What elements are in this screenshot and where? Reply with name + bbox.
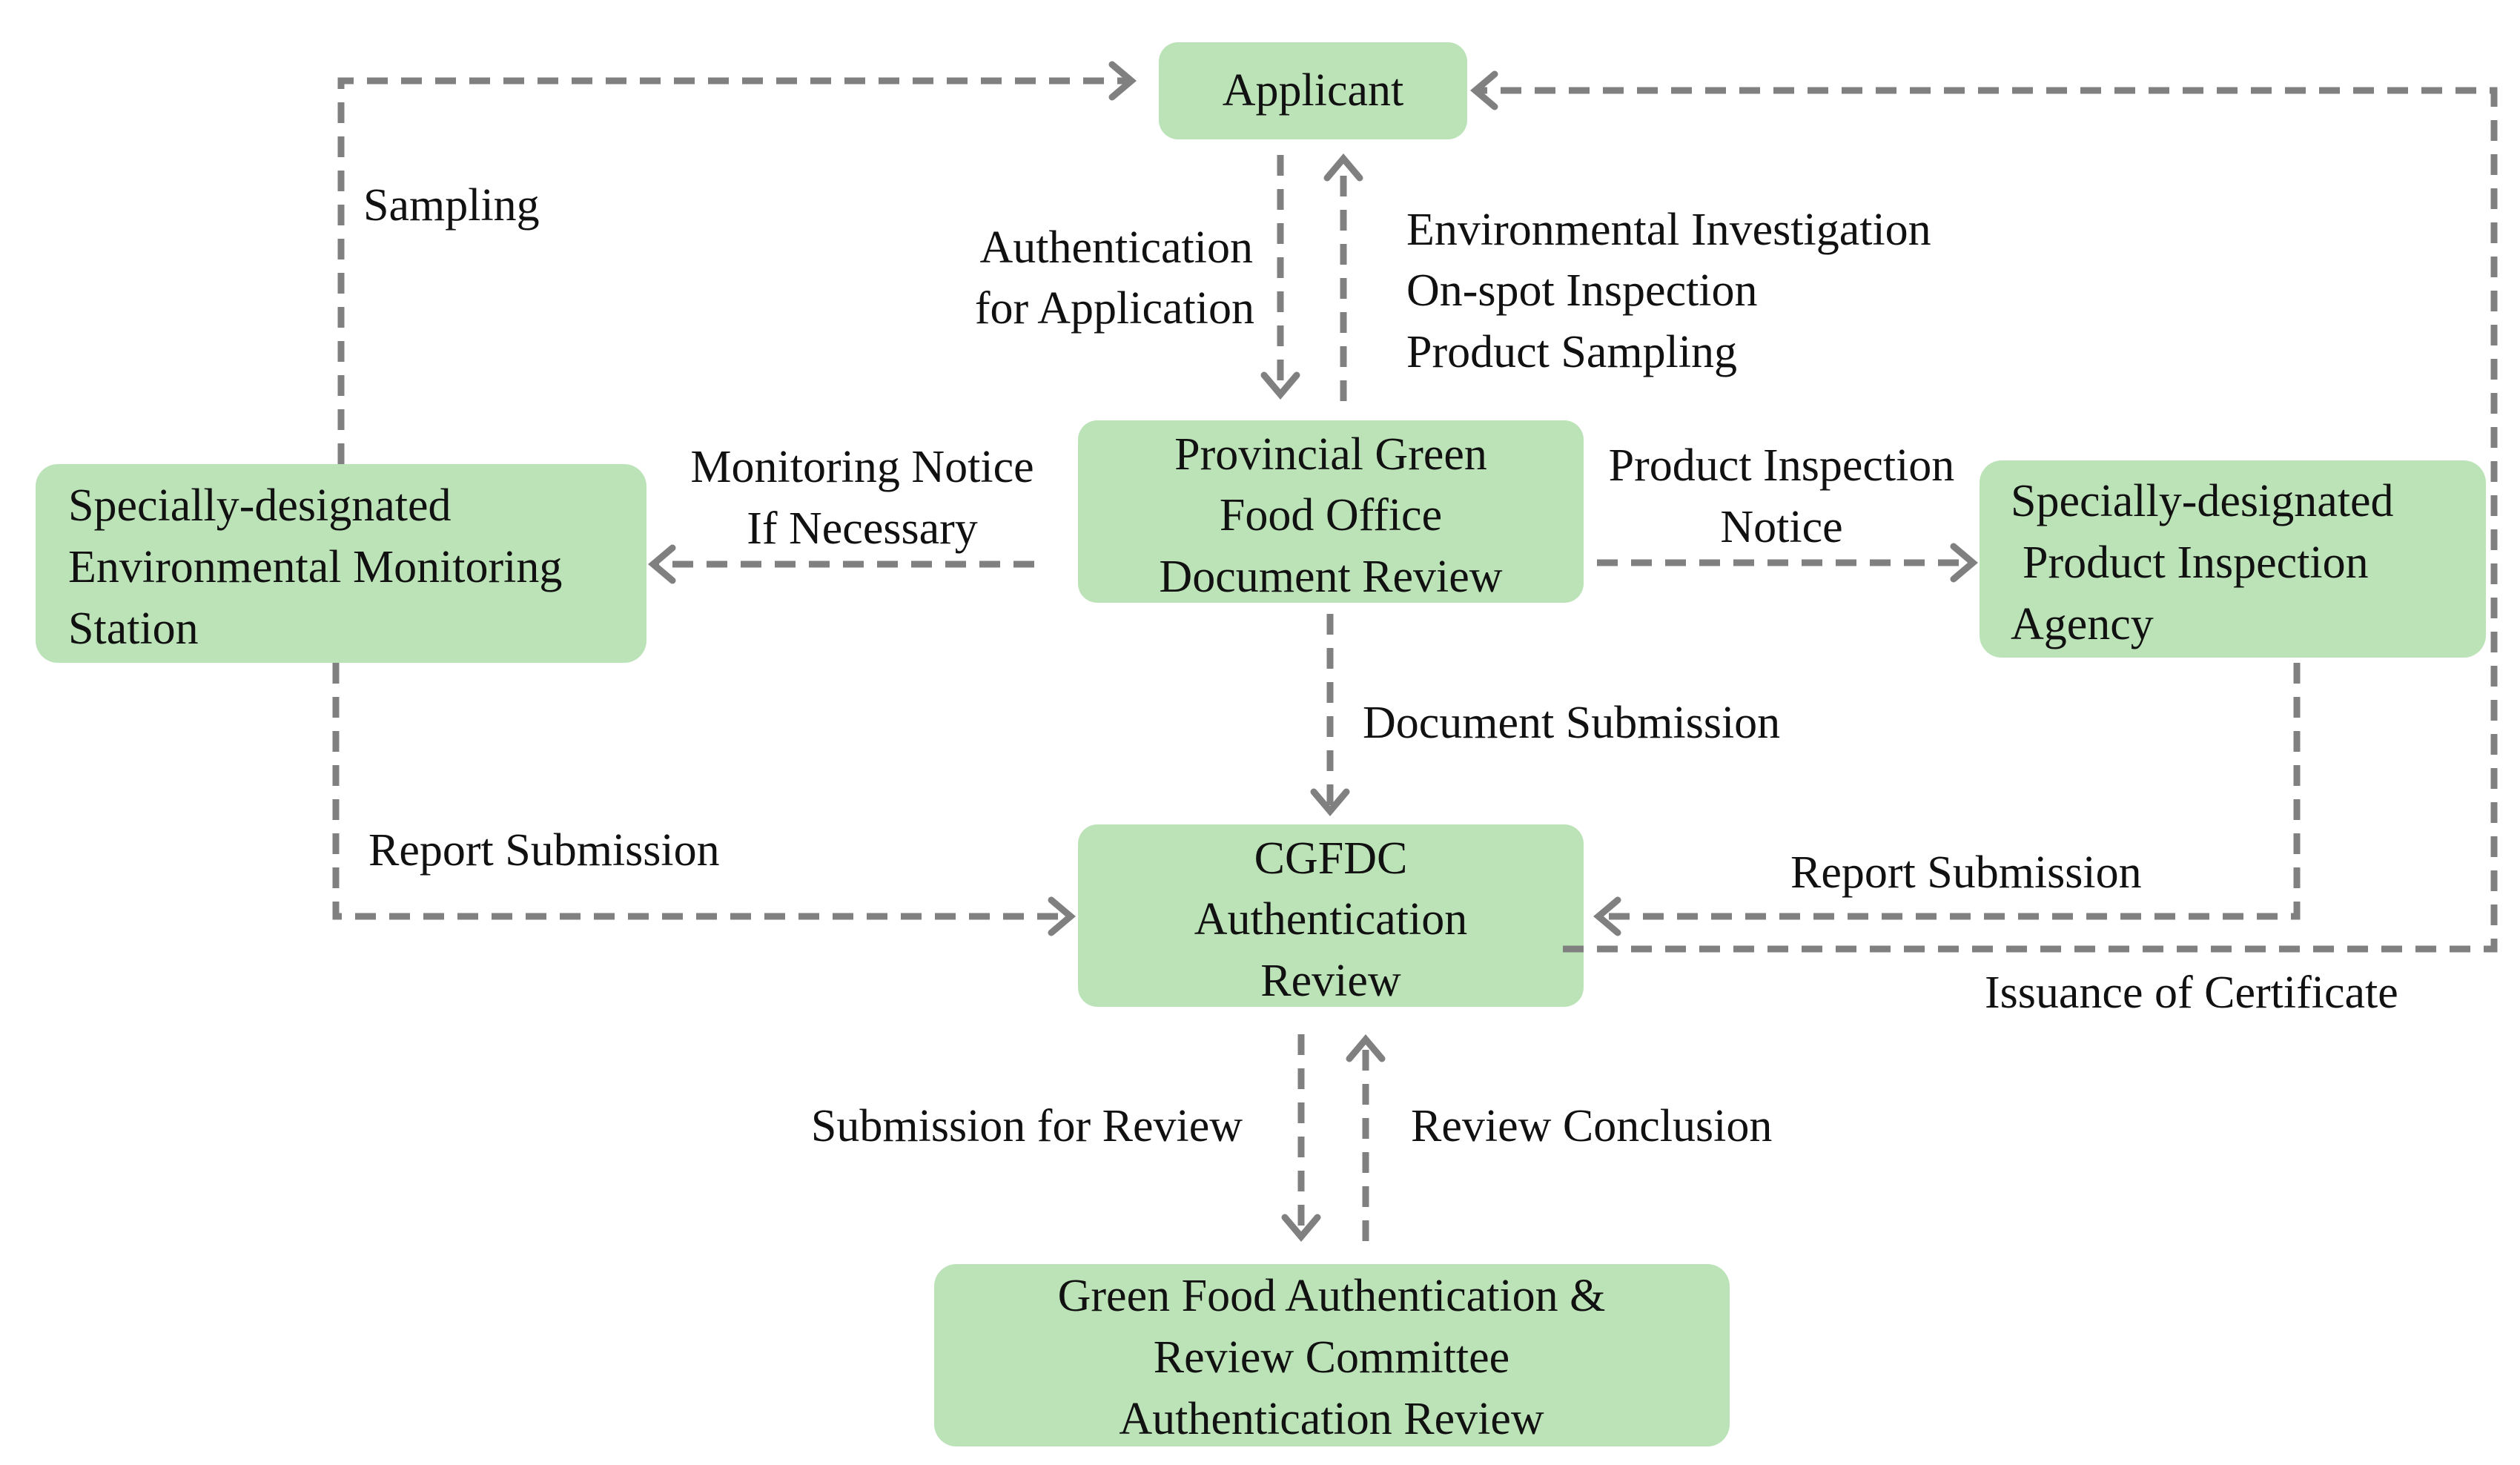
edge-env-report-submission: Report Submission (332, 663, 1076, 936)
arrowhead-up-icon (1323, 153, 1363, 182)
node-label: Green Food Authentication & (1058, 1271, 1606, 1321)
node-label: Document Review (1159, 552, 1502, 602)
node-box (36, 464, 646, 663)
edge-label: Monitoring Notice (690, 442, 1034, 492)
edge-label: Report Submission (368, 825, 720, 876)
node-env-monitoring-station: Specially-designated Environmental Monit… (36, 464, 646, 663)
edge-monitoring-notice: Monitoring Notice If Necessary (648, 442, 1034, 584)
node-label: Station (68, 603, 199, 654)
node-label: CGFDC (1254, 833, 1408, 884)
edge-sampling: Sampling (337, 61, 1137, 464)
edge-label: Report Submission (1790, 847, 2142, 898)
edge-issuance-of-certificate: Issuance of Certificate (1470, 70, 2498, 1018)
arrowhead-right-icon (1950, 543, 1978, 583)
arrowhead-right-icon (1048, 896, 1076, 936)
arrowhead-up-icon (1346, 1034, 1386, 1062)
arrowhead-down-icon (1281, 1214, 1321, 1242)
edge-line (1480, 87, 2498, 953)
arrowhead-right-icon (1108, 61, 1137, 101)
node-applicant: Applicant (1159, 42, 1467, 139)
edge-submission-for-review: Submission for Review (811, 1034, 1321, 1242)
node-label: Provincial Green (1174, 429, 1487, 480)
edge-product-inspection-notice: Product Inspection Notice (1597, 440, 1978, 583)
node-label: Authentication Review (1119, 1394, 1544, 1444)
edge-label: Review Conclusion (1411, 1101, 1772, 1151)
edge-line (332, 663, 1066, 920)
node-review-committee: Green Food Authentication & Review Commi… (934, 1264, 1730, 1446)
node-label: Agency (2011, 599, 2154, 649)
arrowhead-left-icon (1470, 70, 1498, 110)
edge-line (337, 77, 1128, 464)
edge-line (1603, 663, 2301, 920)
arrowhead-left-icon (648, 544, 676, 584)
edge-label: Environmental Investigation (1406, 205, 1931, 255)
edge-label: Notice (1720, 502, 1842, 552)
edge-label: Issuance of Certificate (1985, 968, 2398, 1018)
node-box (1078, 420, 1584, 603)
edge-review-conclusion: Review Conclusion (1346, 1034, 1772, 1241)
edge-label: Submission for Review (811, 1101, 1243, 1151)
edge-document-submission: Document Submission (1310, 614, 1780, 816)
node-label: Product Inspection (2023, 538, 2369, 588)
edge-investigation-inspection-sampling: Environmental Investigation On-spot Insp… (1323, 153, 1931, 401)
node-label: Specially-designated (2011, 476, 2394, 526)
node-cgfdc: CGFDC Authentication Review (1078, 824, 1584, 1007)
node-product-inspection-agency: Specially-designated Product Inspection … (1980, 460, 2486, 658)
node-provincial-office: Provincial Green Food Office Document Re… (1078, 420, 1584, 603)
node-label: Applicant (1223, 65, 1404, 116)
node-box (1980, 460, 2486, 658)
edge-label: Sampling (363, 180, 540, 231)
arrowhead-down-icon (1260, 371, 1300, 400)
node-label: Environmental Monitoring (68, 542, 562, 592)
node-label: Authentication (1194, 894, 1467, 945)
edge-label: On-spot Inspection (1406, 265, 1758, 316)
edge-authentication-for-application: Authentication for Application (975, 155, 1300, 400)
node-box (934, 1264, 1730, 1446)
edge-label: If Necessary (747, 503, 978, 554)
arrowhead-left-icon (1593, 896, 1621, 936)
node-label: Food Office (1220, 490, 1442, 540)
edge-label: Authentication (980, 222, 1253, 273)
edge-label: Product Sampling (1406, 327, 1737, 377)
node-label: Review (1260, 956, 1401, 1006)
edge-inspection-report-submission: Report Submission (1593, 663, 2301, 936)
node-box (1159, 42, 1467, 139)
edge-label: for Application (975, 283, 1254, 334)
node-box (1078, 824, 1584, 1007)
arrowhead-down-icon (1310, 788, 1350, 816)
edge-label: Document Submission (1363, 698, 1780, 748)
node-label: Review Committee (1154, 1332, 1509, 1383)
edge-label: Product Inspection (1609, 440, 1955, 491)
node-label: Specially-designated (68, 480, 452, 531)
